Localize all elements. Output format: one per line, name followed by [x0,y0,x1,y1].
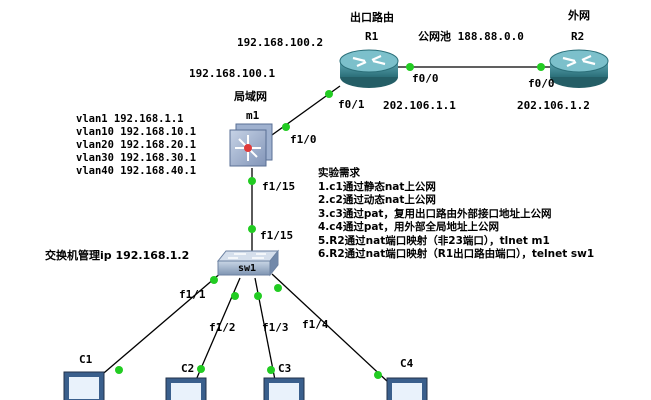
r1-name: R1 [365,30,379,43]
r1-ip-lan: 192.168.100.1 [189,67,276,80]
pc-c4-icon[interactable] [386,377,428,400]
vlan-row: vlan30 192.168.30.1 [76,152,197,164]
port-dot [406,63,414,71]
router-r1-icon[interactable] [339,49,399,88]
requirement-item: 4.c4通过pat，用外部全局地址上公网 [318,221,499,233]
pc-c3-icon[interactable] [263,377,305,400]
sw1-port-1: f1/1 [179,288,206,301]
requirements-box: 实验需求 1.c1通过静态nat上公网 2.c2通过动态nat上公网 3.c3通… [318,167,594,262]
vlan-list: vlan1 192.168.1.1 vlan10 192.168.10.1 vl… [76,113,196,178]
r1-caption: 出口路由 [350,11,394,24]
router-r2-icon[interactable] [549,49,609,88]
requirement-item: 3.c3通过pat，复用出口路由外部接口地址上公网 [318,207,552,220]
port-dot [537,63,545,71]
port-dot [115,366,123,374]
port-dot [374,371,382,379]
link-sw1-c1 [97,271,223,379]
r1-port-wan: f0/0 [412,72,439,85]
sw1-port-2: f1/2 [209,321,236,334]
link-sw1-c4 [271,273,389,383]
port-dot [197,365,205,373]
pc-c1-label: C1 [79,353,93,366]
pc-c2-label: C2 [181,362,195,375]
vlan-row: vlan40 192.168.40.1 [76,165,197,177]
port-dot [254,292,262,300]
vlan-row: vlan20 192.168.20.1 [76,139,197,151]
sw1-port-up: f1/15 [260,229,294,242]
requirements-title: 实验需求 [318,167,360,179]
m1-name: m1 [246,109,260,122]
m1-caption: 局域网 [234,90,267,103]
requirement-item: 6.R2通过nat端口映射（R1出口路由端口），telnet sw1 [318,248,595,260]
r1-port-lan: f0/1 [338,98,365,111]
r2-caption: 外网 [568,9,590,22]
port-dot [274,284,282,292]
r2-name: R2 [571,30,585,43]
r1-ip-top: 192.168.100.2 [237,36,324,49]
port-dot [210,276,218,284]
pc-c3-label: C3 [278,362,292,375]
vlan-row: vlan1 192.168.1.1 [76,113,184,125]
vlan-row: vlan10 192.168.10.1 [76,126,197,138]
sw1-mgmt-ip: 交换机管理ip 192.168.1.2 [45,249,190,262]
requirement-item: 2.c2通过动态nat上公网 [318,194,436,206]
requirement-item: 1.c1通过静态nat上公网 [318,180,436,193]
r2-port-wan: f0/0 [528,77,555,90]
sw1-name: sw1 [238,263,257,274]
sw1-port-4: f1/4 [302,318,329,331]
port-dots [115,63,545,379]
m1-port-down: f1/15 [262,180,296,193]
port-dot [282,123,290,131]
port-dot [267,366,275,374]
multilayer-switch-m1-icon[interactable] [229,123,273,167]
requirement-item: 5.R2通过nat端口映射（非23端口），tlnet m1 [318,234,550,247]
port-dot [231,292,239,300]
r1-ip-wan: 202.106.1.1 [383,99,456,112]
m1-port-up: f1/0 [290,133,317,146]
port-dot [248,225,256,233]
public-pool-label: 公网池 188.88.0.0 [418,30,524,43]
port-dot [248,177,256,185]
switch-sw1-icon[interactable] [216,249,280,277]
pc-c1-icon[interactable] [63,371,105,400]
r2-ip-wan: 202.106.1.2 [517,99,590,112]
pc-c4-label: C4 [400,357,414,370]
sw1-port-3: f1/3 [262,321,289,334]
pc-c2-icon[interactable] [165,377,207,400]
port-dot [325,90,333,98]
